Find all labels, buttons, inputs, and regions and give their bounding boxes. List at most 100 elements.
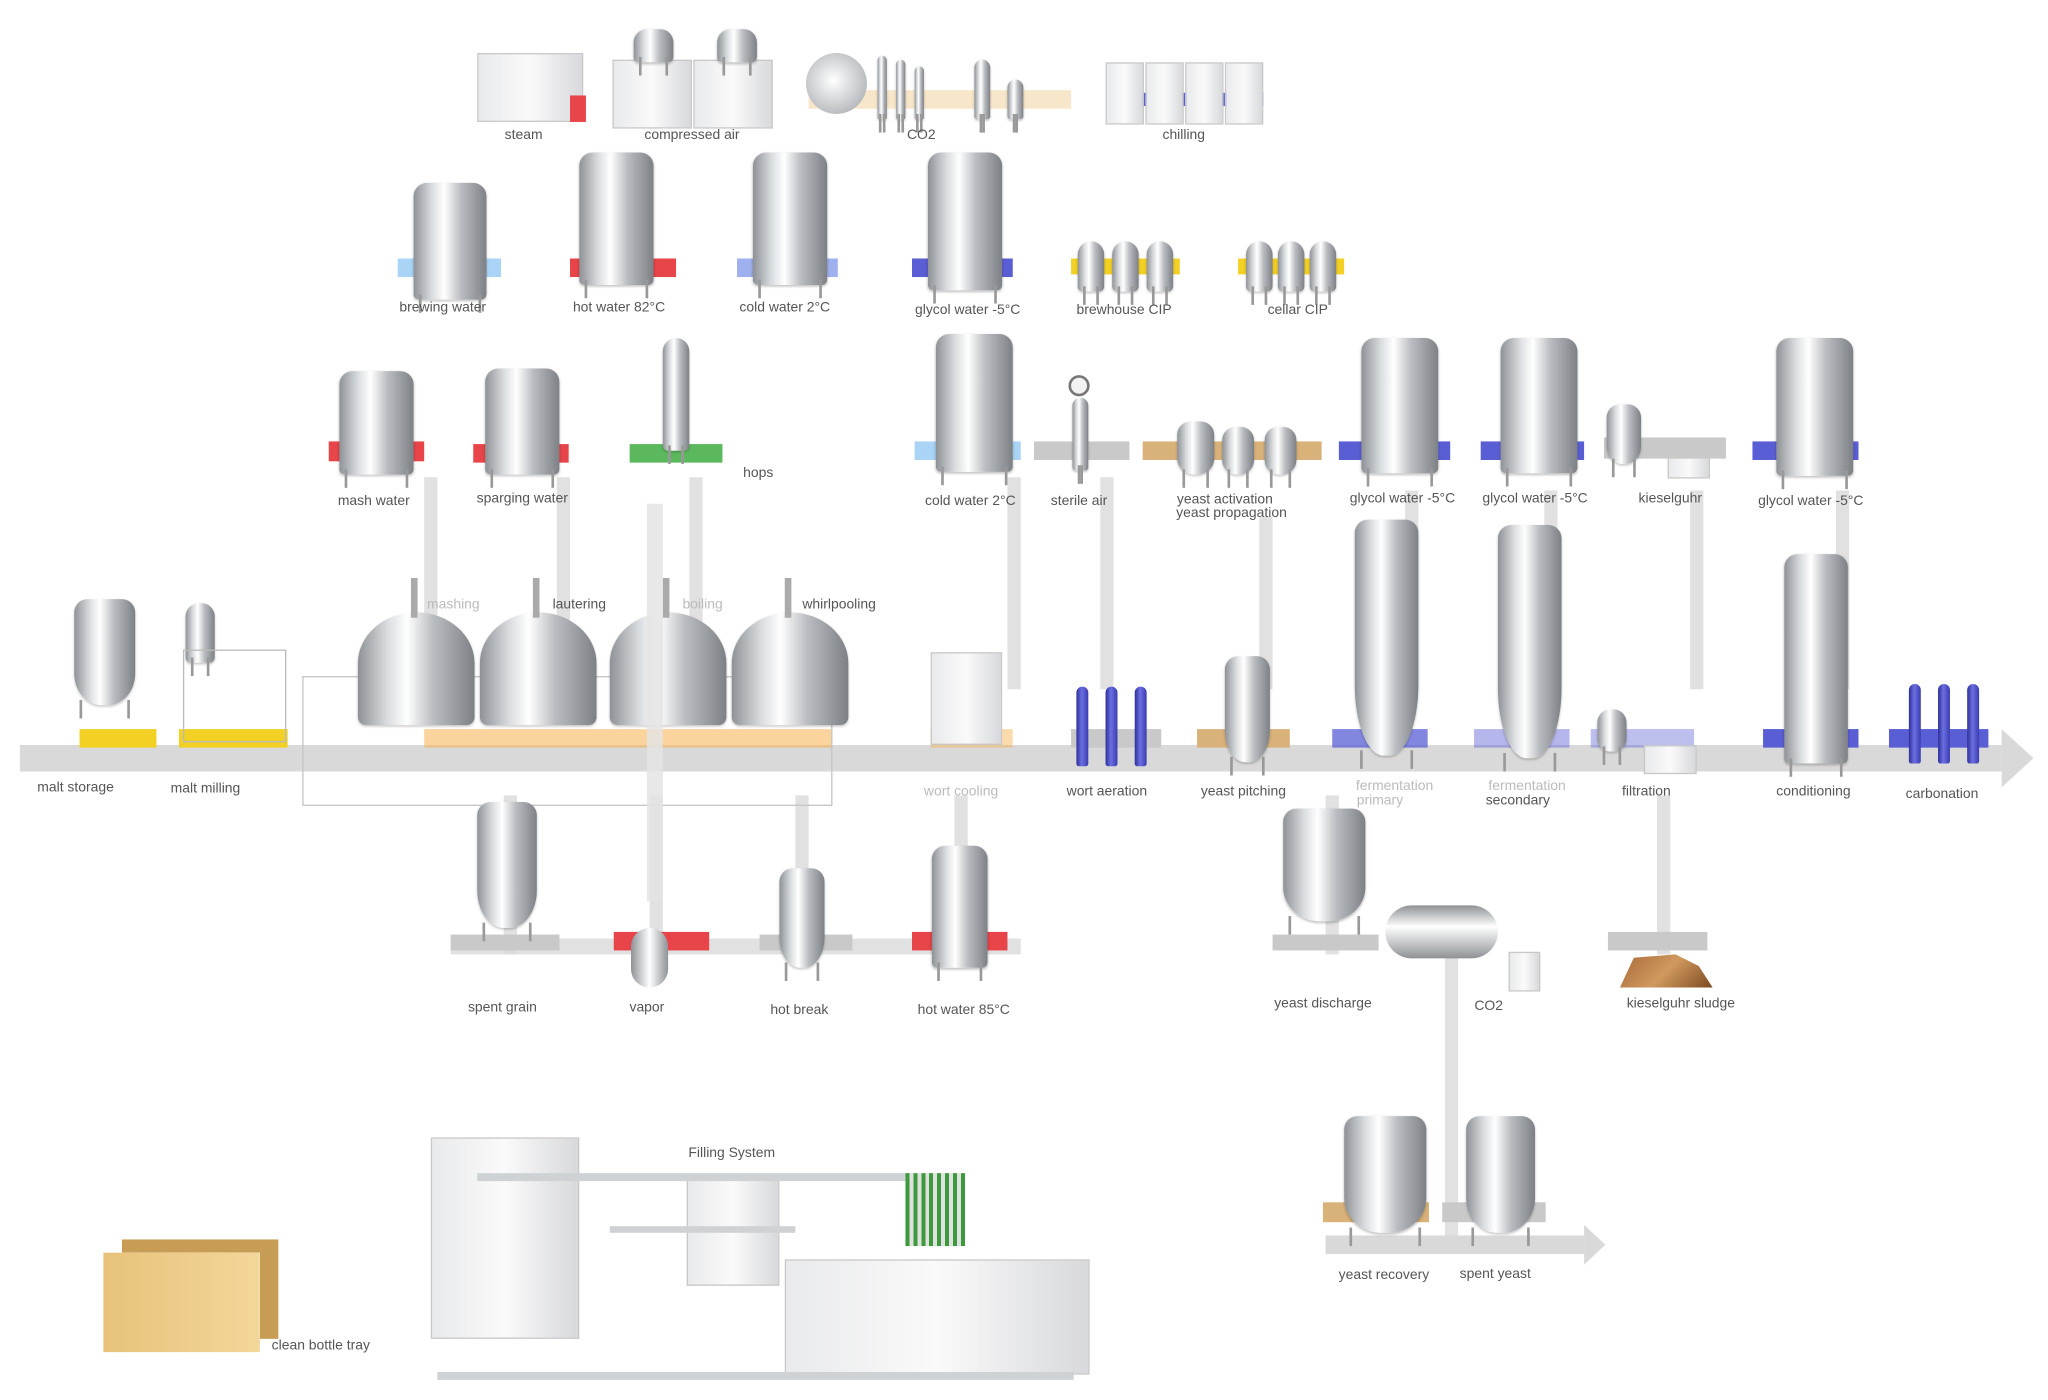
bottle-rack [905,1173,966,1247]
spent-yeast-tank [1466,1116,1536,1233]
yeast-propagation-tank-leg [1182,469,1186,488]
yeast-discharge-tank-leg [1288,915,1292,935]
discharge-connector [1657,795,1671,955]
kieselguhr-sludge-pile [1619,954,1713,988]
label-mash-water: mash water [337,493,410,510]
co2-cylinder [1938,684,1950,764]
glycol-water-tank [927,152,1003,291]
cellar-cip-tank-leg [1328,286,1331,305]
hot-water-85-tank [931,845,988,968]
label-yeast-recovery: yeast recovery [1338,1267,1430,1284]
label-kieselguhr-sludge: kieselguhr sludge [1626,995,1736,1012]
hot-water-82-tank-leg [584,279,588,299]
brewing-water-tank [413,182,487,300]
malt-storage-silo [74,599,136,706]
oxygen-cylinder [1105,686,1118,767]
co2-cylinder [1908,684,1921,764]
co2-column-leg [915,114,919,133]
cold-water-2-tank-leg [819,279,822,299]
filtration-tank-leg [1618,746,1622,765]
yeast-recovery-tank-leg [1418,1227,1422,1247]
conditioning-tank-leg [1839,758,1843,777]
oxygen-cylinder [1076,686,1089,767]
mash-water-tank-leg [344,469,348,488]
yeast-pitching-tank-leg [1261,756,1265,776]
spent-grain-silo-leg [482,922,486,942]
vessel-boiling [609,612,727,726]
main-flow-arrow-head [2001,729,2034,788]
vent-stack [784,577,792,618]
glycol-water-tank-leg [994,285,997,304]
label-yeast-activation: yeast activation [1176,491,1273,508]
vent-stack [662,577,670,618]
cellar-cip-tank [1309,241,1337,292]
yeast-pitching-tank-leg [1230,756,1233,776]
vent-stack [532,577,540,618]
brewhouse-cip-tank [1112,241,1139,292]
label-cellar-cip: cellar CIP [1267,302,1328,319]
label-kieselguhr: kieselguhr [1638,490,1702,507]
co2-column [974,59,991,120]
filling-machine-washer [430,1137,580,1339]
brewing-water-tank-leg [478,294,482,313]
glycol-tank-1-leg [1430,467,1433,487]
malt-mill-leg [206,657,210,677]
yeast-discharge-band [1272,934,1379,951]
chilling-unit [1105,62,1144,125]
label-sparging-water: sparging water [476,490,568,507]
brewhouse-cip-tank [1146,241,1174,292]
yeast-propagation-tank [1222,426,1255,475]
fermentation-primary-tank-leg [1410,750,1414,769]
yeast-propagation-tank-leg [1227,469,1231,488]
cellar-cip-tank-leg [1296,286,1300,305]
yeast-propagation-tank-leg [1269,469,1273,488]
fermentation-secondary-tank [1497,524,1562,759]
steam-boiler [477,53,584,122]
chilling-unit [1185,62,1224,125]
co2-column-leg [919,114,923,133]
label-cold-water-2: cold water 2°C [924,493,1016,510]
hops-band [629,444,723,463]
brewhouse-cip-tank-leg [1083,286,1086,305]
co2-cylinder [1967,684,1980,764]
co2-column-leg [1015,114,1019,133]
label-hot-break: hot break [770,1002,829,1019]
label-malt-storage: malt storage [37,779,114,796]
bottle-conveyor [437,1371,1074,1380]
cellar-cip-tank-leg [1283,286,1286,305]
label-yeast-pitching: yeast pitching [1200,783,1286,800]
co2-column-leg [901,114,905,133]
malt-storage-band [79,729,157,748]
label-fermentation-secondary-1: fermentation [1488,778,1566,795]
kieselguhr-tank-leg [1633,458,1636,478]
malt-mill [185,603,215,663]
sterile-air-filter-leg [1077,465,1081,484]
label-lautering: lautering [552,596,606,613]
label-spent-yeast: spent yeast [1459,1265,1531,1282]
label-wort-aeration: wort aeration [1066,783,1148,800]
filtration-tank [1597,709,1627,752]
clean-bottle-tray [103,1252,260,1353]
glycol-tank-2 [1500,338,1578,474]
cellar-cip-tank-leg [1251,286,1255,305]
cellar-cip-tank [1277,241,1305,292]
glycol-tank-2-leg [1569,467,1573,487]
cold-water-tank-leg [941,466,944,486]
yeast-propagation-tank [1264,426,1297,475]
label-chilling: chilling [1162,127,1206,144]
co2-column [896,59,906,120]
compressed-air-unit [693,59,773,129]
fermentation-secondary-tank-leg [1553,752,1557,772]
label-mashing: mashing [427,596,480,613]
steam-band [570,95,586,122]
sterile-air-filter-leg [1080,465,1084,484]
hops-column-leg [681,445,685,464]
yeast-connector [1444,954,1459,1240]
label-glycol-water-3: glycol water -5°C [1758,493,1864,510]
co2-column [877,55,887,120]
sparging-water-tank-leg [551,469,555,488]
kieselguhr-tank-leg [1611,458,1615,478]
hot-break-tank [779,868,825,968]
label-glycol-water: glycol water -5°C [915,302,1021,319]
label-clean-bottle-tray: clean bottle tray [271,1337,370,1354]
